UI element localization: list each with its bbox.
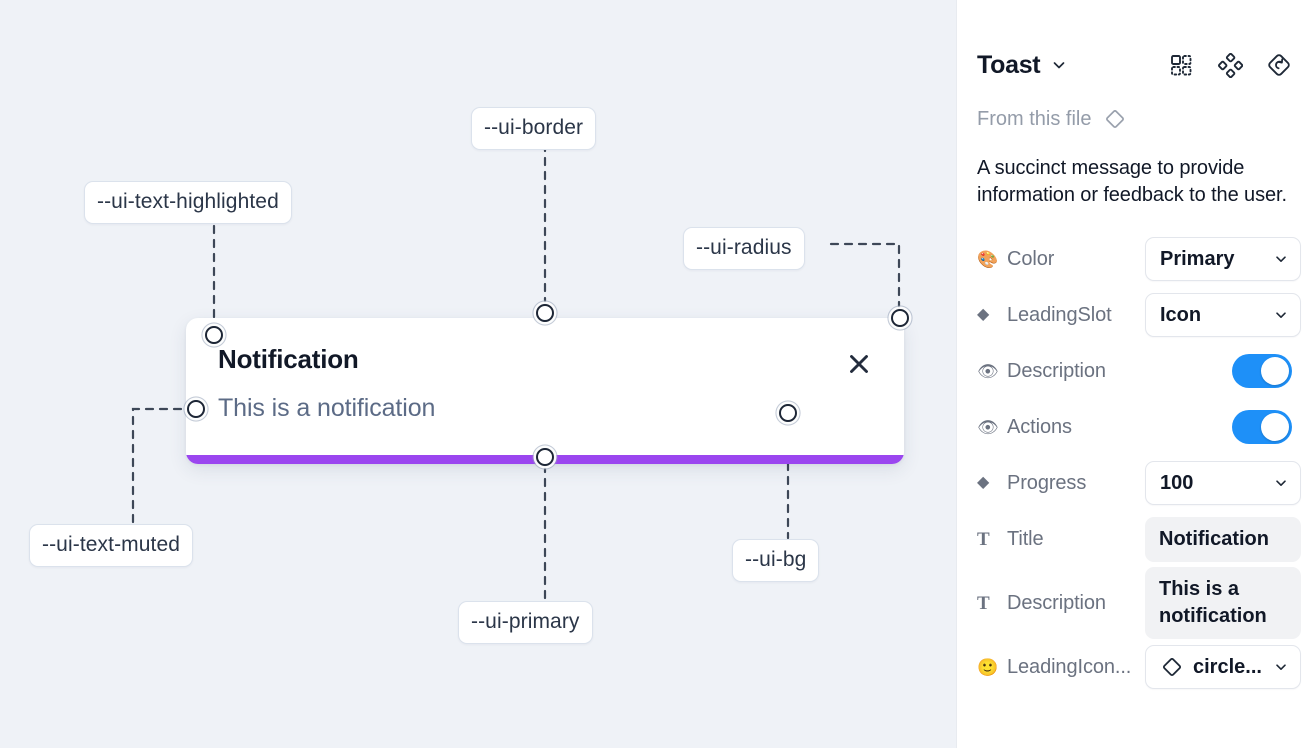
chevron-down-icon <box>1274 660 1288 674</box>
property-label-progress: ◆ Progress <box>977 471 1087 494</box>
property-row-color: 🎨 Color Primary <box>977 231 1301 287</box>
panel-header: Toast <box>977 0 1292 96</box>
header-icon-group <box>1168 52 1292 78</box>
component-set-icon[interactable] <box>1168 52 1194 78</box>
color-select[interactable]: Primary <box>1145 237 1301 281</box>
property-row-description-text: T Description This is a notification <box>977 567 1301 639</box>
reset-instance-icon[interactable] <box>1266 52 1292 78</box>
property-label-title: T Title <box>977 527 1044 550</box>
design-canvas[interactable]: Notification This is a notification --ui… <box>0 0 956 748</box>
page-title: Toast <box>977 50 1041 79</box>
diamond-icon: ◆ <box>977 306 990 323</box>
property-label-description-text: T Description <box>977 591 1106 614</box>
token-label-ui-text-highlighted[interactable]: --ui-text-highlighted <box>84 181 292 224</box>
property-label-color: 🎨 Color <box>977 247 1055 270</box>
toast-title: Notification <box>218 344 359 374</box>
toggle-knob <box>1261 357 1289 385</box>
anchor-dot-text-highlighted[interactable] <box>205 326 223 344</box>
diamond-component-icon <box>1160 655 1184 679</box>
property-label-leadingslot: ◆ LeadingSlot <box>977 303 1112 326</box>
anchor-dot-text-muted[interactable] <box>187 400 205 418</box>
anchor-dot-primary[interactable] <box>536 448 554 466</box>
description-field[interactable]: This is a notification <box>1145 567 1301 639</box>
toast-description: This is a notification <box>218 394 436 422</box>
toast-component-preview[interactable]: Notification This is a notification <box>186 318 904 464</box>
anchor-dot-bg[interactable] <box>779 404 797 422</box>
eye-emoji-icon: 👁 <box>977 361 999 381</box>
properties-panel: Toast <box>956 0 1312 748</box>
chevron-down-icon <box>1274 476 1288 490</box>
property-row-actions: 👁 Actions <box>977 399 1292 455</box>
text-icon: T <box>977 592 990 614</box>
token-label-ui-bg[interactable]: --ui-bg <box>732 539 820 582</box>
toggle-knob <box>1261 413 1289 441</box>
chevron-down-icon <box>1274 252 1288 266</box>
actions-toggle[interactable] <box>1232 410 1292 444</box>
anchor-dot-border[interactable] <box>536 304 554 322</box>
from-this-file[interactable]: From this file <box>977 98 1292 140</box>
description-toggle[interactable] <box>1232 354 1292 388</box>
diamond-icon: ◆ <box>977 474 990 491</box>
leadingslot-select[interactable]: Icon <box>1145 293 1301 337</box>
title-field[interactable]: Notification <box>1145 516 1301 562</box>
property-row-description-visibility: 👁 Description <box>977 343 1292 399</box>
property-row-progress: ◆ Progress 100 <box>977 455 1301 511</box>
property-row-leadingslot: ◆ LeadingSlot Icon <box>977 287 1301 343</box>
variants-icon[interactable] <box>1217 52 1243 78</box>
component-description: A succinct message to provide informatio… <box>977 157 1287 206</box>
token-label-ui-border[interactable]: --ui-border <box>471 107 597 150</box>
progress-select[interactable]: 100 <box>1145 461 1301 505</box>
token-label-ui-radius[interactable]: --ui-radius <box>683 227 805 270</box>
palette-emoji-icon: 🎨 <box>977 249 999 269</box>
leadingicon-select[interactable]: circle... <box>1145 645 1301 689</box>
anchor-dot-radius[interactable] <box>891 309 909 327</box>
property-label-actions: 👁 Actions <box>977 415 1072 438</box>
smiley-emoji-icon: 🙂 <box>977 657 999 677</box>
property-row-leadingicon: 🙂 LeadingIcon... circle... <box>977 639 1301 695</box>
chevron-down-icon <box>1274 308 1288 322</box>
property-list: 🎨 Color Primary ◆ LeadingSlot <box>977 231 1301 695</box>
token-label-ui-text-muted[interactable]: --ui-text-muted <box>29 524 194 567</box>
chevron-down-icon[interactable] <box>1051 57 1067 73</box>
property-label-leadingicon: 🙂 LeadingIcon... <box>977 655 1132 678</box>
text-icon: T <box>977 528 990 550</box>
close-icon[interactable] <box>844 349 874 379</box>
token-label-ui-primary[interactable]: --ui-primary <box>458 601 593 644</box>
diamond-component-icon <box>1103 107 1127 131</box>
property-row-title: T Title Notification <box>977 511 1301 567</box>
from-this-file-label: From this file <box>977 107 1092 130</box>
eye-emoji-icon: 👁 <box>977 417 999 437</box>
property-label-description-visibility: 👁 Description <box>977 359 1106 382</box>
